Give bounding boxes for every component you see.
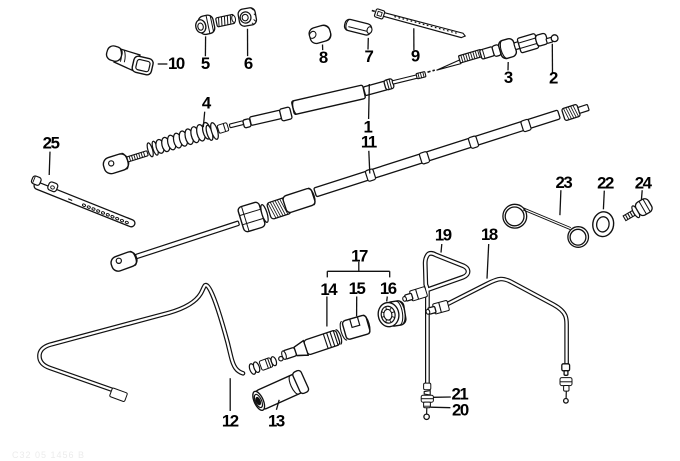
svg-text:22: 22: [597, 173, 614, 192]
svg-text:8: 8: [319, 48, 328, 67]
svg-text:11: 11: [361, 132, 377, 151]
svg-text:23: 23: [555, 173, 572, 192]
svg-text:C32 05 1456 B: C32 05 1456 B: [12, 450, 85, 460]
svg-text:16: 16: [380, 279, 397, 298]
svg-text:1: 1: [364, 117, 373, 136]
svg-text:3: 3: [504, 68, 513, 87]
svg-text:24: 24: [635, 173, 653, 192]
svg-text:5: 5: [201, 54, 210, 73]
svg-text:14: 14: [320, 280, 338, 299]
svg-text:25: 25: [43, 133, 60, 152]
svg-text:10: 10: [168, 54, 185, 73]
svg-text:7: 7: [365, 47, 374, 66]
svg-text:2: 2: [549, 69, 558, 88]
svg-text:13: 13: [268, 412, 285, 431]
svg-text:21: 21: [451, 385, 468, 404]
svg-text:12: 12: [222, 412, 239, 431]
svg-text:19: 19: [435, 226, 452, 245]
svg-text:18: 18: [481, 225, 498, 244]
svg-text:17: 17: [351, 246, 368, 265]
svg-text:4: 4: [202, 93, 212, 112]
svg-text:20: 20: [452, 401, 469, 420]
svg-text:6: 6: [244, 54, 253, 73]
svg-text:9: 9: [411, 47, 420, 66]
svg-text:15: 15: [349, 279, 366, 298]
